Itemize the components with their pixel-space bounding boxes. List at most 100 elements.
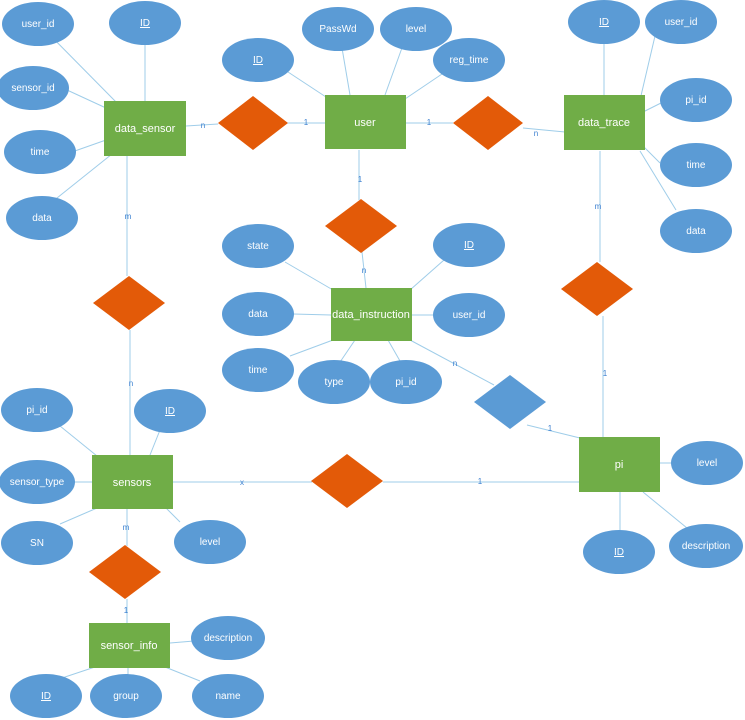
attribute-passwd[interactable] [302,7,374,51]
attribute-pi-id[interactable] [660,78,732,122]
attribute-id[interactable] [109,1,181,45]
relationship-diamond[interactable] [474,375,546,429]
attribute-name[interactable] [192,674,264,718]
attribute-label: ID [140,18,150,29]
attribute-user-id[interactable] [433,293,505,337]
attribute-label: pi_id [395,377,416,388]
cardinality-label: x [240,478,244,487]
attribute-label: ID [464,240,474,251]
attribute-state[interactable] [222,224,294,268]
entity-pi[interactable] [579,437,660,492]
attribute-time[interactable] [222,348,294,392]
entity-label: data_instruction [332,309,410,321]
cardinality-label: 1 [548,424,553,433]
attribute-label: sensor_type [10,477,65,488]
attribute-label: description [204,633,252,644]
attribute-id[interactable] [134,389,206,433]
connector-lines [41,26,688,682]
attribute-label: group [113,691,139,702]
attribute-sn[interactable] [1,521,73,565]
cardinality-label: n [201,121,205,130]
attribute-label: user_id [453,310,486,321]
cardinality-label: 1 [478,477,483,486]
attribute-time[interactable] [4,130,76,174]
attribute-label: ID [614,547,624,558]
entity-data-trace[interactable] [564,95,645,150]
attribute-label: SN [30,538,44,549]
entity-label: pi [615,459,624,471]
attribute-label: data [248,309,268,320]
attribute-label: ID [599,17,609,28]
attribute-id[interactable] [10,674,82,718]
attribute-label: data [686,226,706,237]
attribute-level[interactable] [671,441,743,485]
cardinality-label: 1 [358,175,363,184]
entity-user[interactable] [325,95,406,149]
entity-label: data_trace [578,117,630,129]
relationship-diamond[interactable] [93,276,165,330]
attribute-id[interactable] [568,0,640,44]
attribute-label: time [687,160,706,171]
entity-data-instruction[interactable] [331,288,412,341]
entity-sensors[interactable] [92,455,173,509]
relationship-diamond[interactable] [325,199,397,253]
attribute-id[interactable] [433,223,505,267]
attribute-time[interactable] [660,143,732,187]
attribute-group[interactable] [90,674,162,718]
attribute-label: ID [41,691,51,702]
relationship-diamond[interactable] [561,262,633,316]
attribute-label: data [32,213,52,224]
attribute-level[interactable] [174,520,246,564]
cardinality-label: m [125,212,132,221]
attribute-label: name [215,691,240,702]
attribute-label: level [200,537,221,548]
attribute-label: description [682,541,730,552]
attribute-label: pi_id [26,405,47,416]
attribute-pi-id[interactable] [370,360,442,404]
attribute-user-id[interactable] [2,2,74,46]
cardinality-label: n [453,359,457,368]
cardinality-label: n [362,266,366,275]
attribute-label: level [697,458,718,469]
attribute-reg-time[interactable] [433,38,505,82]
attribute-label: reg_time [450,55,489,66]
attribute-type[interactable] [298,360,370,404]
attribute-id[interactable] [583,530,655,574]
attribute-label: time [249,365,268,376]
attribute-id[interactable] [222,38,294,82]
attribute-label: PassWd [319,24,356,35]
entity-label: data_sensor [115,123,176,135]
cardinality-label: 1 [124,606,129,615]
cardinality-label: 1 [304,118,309,127]
entities: data_sensor user data_trace data_instruc… [89,95,660,668]
attribute-data[interactable] [6,196,78,240]
attribute-user-id[interactable] [645,0,717,44]
relationship-diamond[interactable] [218,96,288,150]
attribute-data[interactable] [660,209,732,253]
attribute-sensor-type[interactable] [0,460,75,504]
entity-sensor-info[interactable] [89,623,170,668]
entity-data-sensor[interactable] [104,101,186,156]
attribute-label: state [247,241,269,252]
entity-label: sensors [113,477,152,489]
attribute-label: user_id [665,17,698,28]
attribute-label: pi_id [685,95,706,106]
cardinality-label: n [534,129,538,138]
relationship-diamond[interactable] [311,454,383,508]
relationship-diamond[interactable] [453,96,523,150]
attribute-data[interactable] [222,292,294,336]
attribute-sensor-id[interactable] [0,66,69,110]
attribute-pi-id[interactable] [1,388,73,432]
attribute-level[interactable] [380,7,452,51]
cardinality-label: m [595,202,602,211]
attribute-description[interactable] [191,616,265,660]
relationship-diamond[interactable] [89,545,161,599]
cardinality-label: m [123,523,130,532]
attribute-description[interactable] [669,524,743,568]
attribute-label: time [31,147,50,158]
attribute-label: type [325,377,344,388]
cardinality-label: n [129,379,133,388]
relationships [89,96,633,599]
attribute-label: ID [253,55,263,66]
